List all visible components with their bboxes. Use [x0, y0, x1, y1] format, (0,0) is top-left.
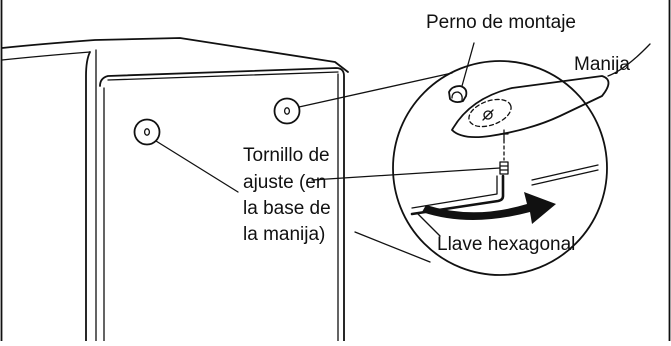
set-screw-label-line-2: ajuste (en	[243, 172, 326, 193]
rotation-arrow-icon	[422, 192, 556, 224]
hex-key-label: Llave hexagonal	[437, 234, 575, 255]
upper-bolt-hole	[273, 97, 301, 125]
handle-label: Manija	[574, 54, 630, 75]
set-screw	[499, 129, 509, 175]
mounting-bolt	[448, 85, 468, 104]
door-handle	[451, 75, 610, 139]
detail-magnifier	[298, 60, 610, 276]
refrigerator	[1, 37, 349, 342]
mounting-bolt-label: Perno de montaje	[426, 12, 576, 33]
door-edge	[531, 164, 599, 186]
cabinet-top	[1, 37, 349, 73]
set-screw-label-line-4: la manija)	[243, 224, 325, 245]
lower-bolt-hole	[133, 118, 161, 146]
set-screw-label-line-3: la base de	[243, 198, 331, 219]
hex-key	[410, 174, 505, 216]
set-screw-label-line-1: Tornillo de	[243, 145, 330, 166]
leader-lines	[155, 42, 651, 237]
door-front	[99, 67, 345, 342]
cabinet-side	[85, 51, 91, 342]
